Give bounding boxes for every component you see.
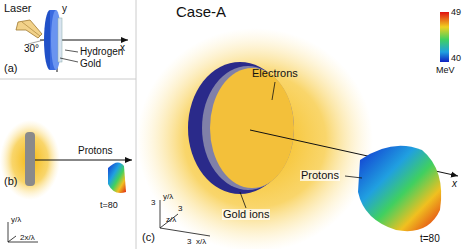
figure-label: t=80 bbox=[100, 201, 118, 210]
figure-label: (b) bbox=[4, 176, 17, 187]
figure-label: Laser bbox=[4, 3, 32, 14]
figure-label: 3 bbox=[151, 199, 155, 207]
figure-label: y/λ bbox=[11, 216, 21, 224]
figure-label: x bbox=[452, 179, 457, 189]
figure-label: y/λ bbox=[163, 193, 173, 201]
figure-label: 49 bbox=[451, 8, 461, 17]
figure-label: z/λ bbox=[166, 216, 176, 224]
figure-label: (c) bbox=[142, 232, 155, 243]
figure-label: Electrons bbox=[252, 68, 298, 79]
figure-label: 2x/λ bbox=[20, 234, 35, 242]
figure-label: MeV bbox=[436, 66, 455, 75]
figure-label: 40 bbox=[451, 54, 461, 63]
figure-label: Gold ions bbox=[222, 209, 270, 220]
figure-label: Protons bbox=[78, 146, 112, 156]
figure-label: 30° bbox=[24, 44, 39, 54]
figure-label: Protons bbox=[300, 170, 340, 181]
figure-label: 3 bbox=[178, 205, 182, 213]
figure-label: 3 bbox=[187, 238, 191, 246]
figure-label: x/λ bbox=[196, 238, 206, 246]
figure-label: Hydrogen bbox=[80, 47, 123, 57]
figure-label: t=80 bbox=[420, 234, 440, 244]
figure-label: Gold bbox=[80, 59, 101, 69]
figure-label: Case-A bbox=[176, 4, 226, 19]
figure-label: y bbox=[62, 4, 67, 14]
figure-label: (a) bbox=[4, 63, 17, 74]
